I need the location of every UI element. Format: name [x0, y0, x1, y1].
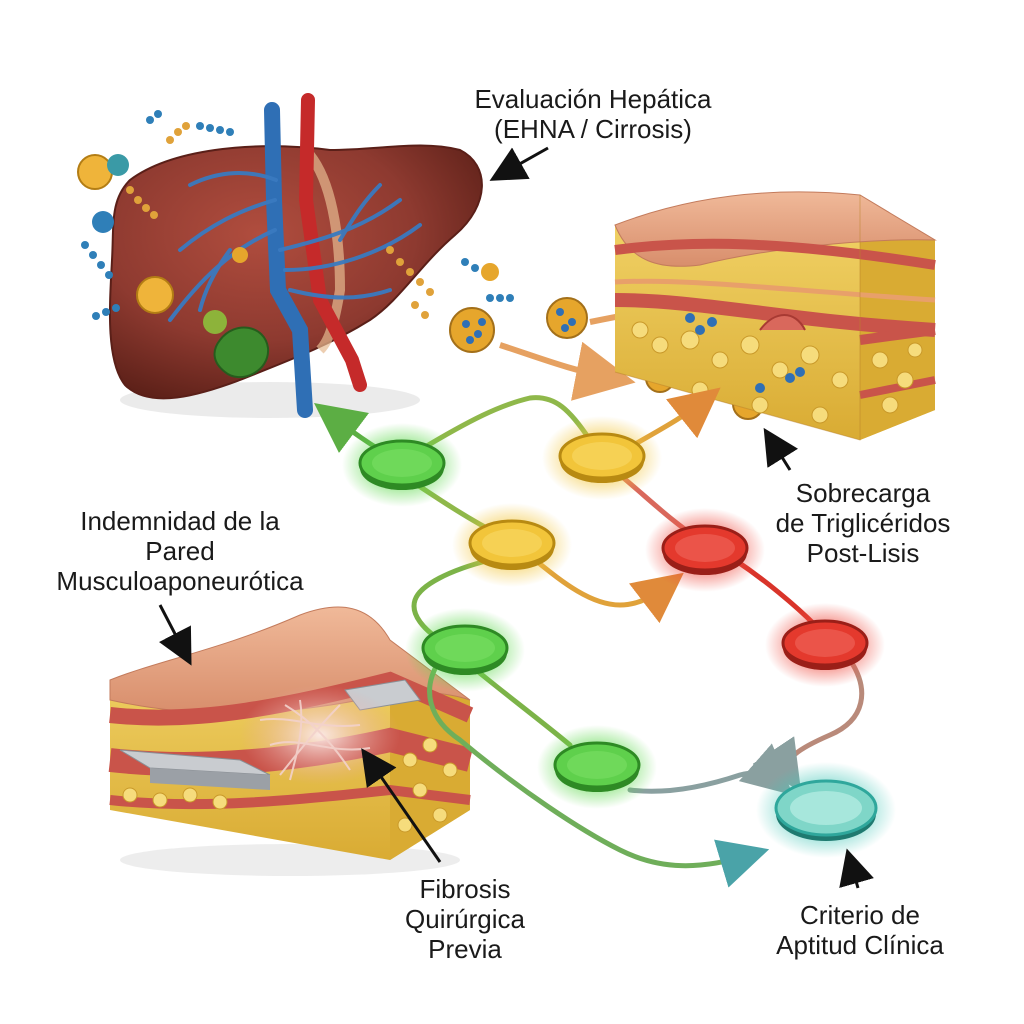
label-line: Evaluación Hepática: [474, 84, 712, 114]
connector-n6-n8: [752, 657, 865, 792]
label-line: Criterio de: [800, 900, 920, 930]
label-line: (EHNA / Cirrosis): [494, 114, 692, 144]
connector-n5-left: [427, 657, 770, 888]
label-line: Pared: [145, 536, 215, 566]
connector-n1-n2: [417, 395, 593, 453]
label-line: Quirúrgica: [405, 904, 525, 934]
label-line: de Triglicéridos: [775, 508, 951, 538]
node-n7[interactable]: [537, 725, 657, 809]
label-line: Fibrosis: [419, 874, 511, 904]
adipose-tissue-block: [614, 191, 937, 441]
pointer-arrows: [158, 146, 874, 889]
liver-assessment-label: Evaluación Hepática (EHNA / Cirrosis): [448, 84, 738, 144]
label-line: Indemnidad de la: [80, 506, 280, 536]
clinical-criterion-label: Criterio de Aptitud Clínica: [760, 900, 960, 960]
label-line: Post-Lisis: [806, 538, 920, 568]
node-n8-criterion[interactable]: [756, 762, 896, 858]
node-n2[interactable]: [542, 416, 662, 500]
triglyceride-overload-label: Sobrecarga de Triglicéridos Post-Lisis: [748, 478, 978, 568]
node-n3[interactable]: [452, 503, 572, 587]
abdominal-wall-block: [108, 606, 474, 876]
pointer-fibrosis: [361, 748, 442, 863]
label-line: Sobrecarga: [795, 478, 931, 508]
pointer-triglycerides: [763, 427, 798, 471]
node-n1[interactable]: [342, 423, 462, 507]
connector-n3-n4: [532, 557, 684, 624]
node-n5[interactable]: [405, 608, 525, 692]
pointer-criterion: [839, 848, 874, 889]
label-line: Previa: [428, 934, 502, 964]
node-n6[interactable]: [765, 603, 885, 687]
surgical-fibrosis-label: Fibrosis Quirúrgica Previa: [380, 874, 550, 964]
pointer-liver: [489, 146, 549, 181]
flow-nodes: [342, 416, 896, 858]
label-line: Aptitud Clínica: [776, 930, 944, 960]
pointer-wall: [158, 604, 192, 666]
label-line: Musculoaponeurótica: [56, 566, 304, 596]
abdominal-wall-label: Indemnidad de la Pared Musculoaponeuróti…: [20, 506, 340, 596]
node-n4[interactable]: [645, 508, 765, 592]
